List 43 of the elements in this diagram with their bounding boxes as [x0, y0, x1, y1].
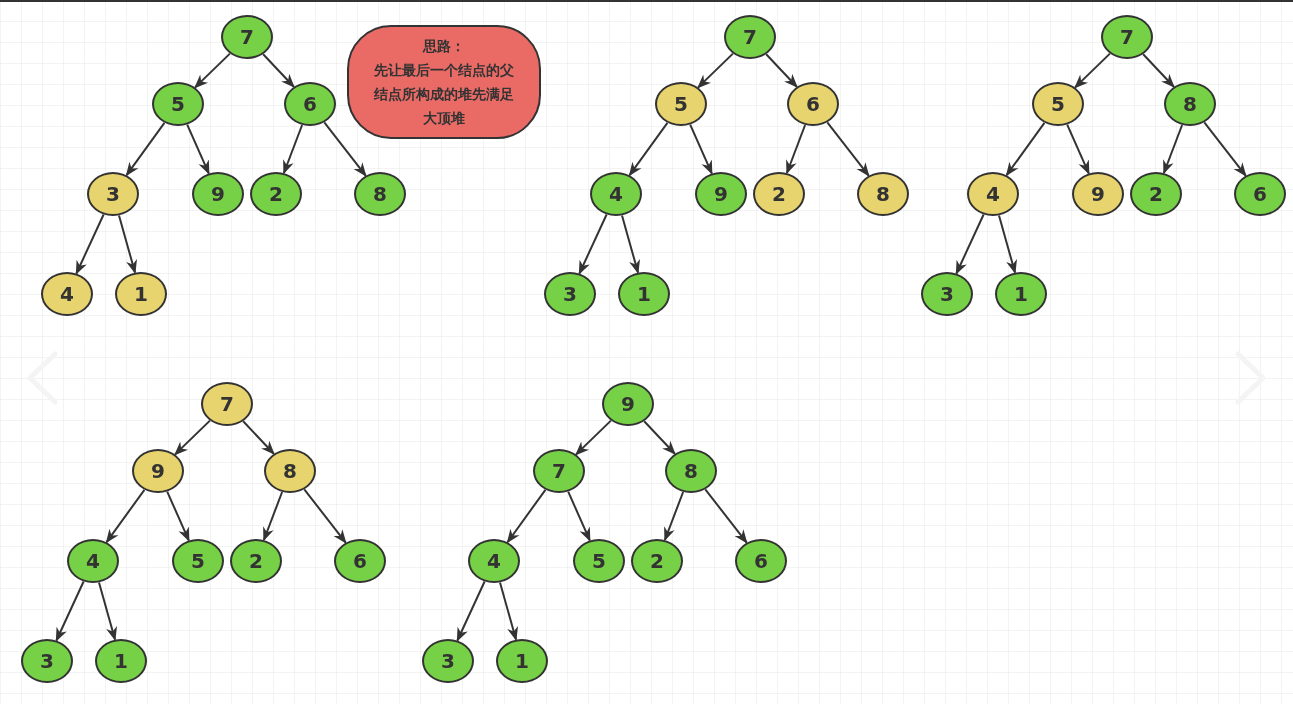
arrow: [456, 580, 486, 642]
arrow: [1142, 53, 1175, 88]
arrow: [242, 420, 275, 455]
arrow: [506, 488, 547, 544]
note-heading: 思路：: [423, 37, 465, 56]
arrow: [689, 123, 713, 175]
arrow: [262, 53, 295, 88]
arrow: [704, 488, 748, 544]
note-box: [347, 25, 541, 139]
arrow: [166, 490, 190, 542]
arrow: [998, 214, 1017, 274]
note-text: 先让最后一个结点的父结点所构成的堆先满足大顶堆: [373, 61, 515, 128]
arrow: [118, 214, 137, 274]
arrow: [697, 52, 734, 89]
arrow: [125, 121, 166, 177]
arrow: [105, 488, 146, 544]
arrow: [578, 213, 608, 275]
arrow: [282, 124, 304, 175]
arrow: [643, 420, 676, 455]
arrow: [1066, 123, 1090, 175]
arrow: [785, 124, 807, 175]
arrow: [174, 419, 211, 456]
arrow: [955, 213, 985, 275]
arrow: [262, 491, 284, 542]
arrow: [1162, 124, 1184, 175]
arrow: [98, 581, 117, 641]
arrow: [303, 488, 347, 544]
arrow: [1203, 121, 1247, 177]
arrow: [567, 490, 591, 542]
arrow: [499, 581, 518, 641]
arrow: [663, 491, 685, 542]
arrow: [628, 121, 669, 177]
arrow: [55, 580, 85, 642]
arrow: [75, 213, 105, 275]
arrow: [826, 121, 870, 177]
arrow: [621, 214, 640, 274]
arrow: [194, 52, 231, 89]
arrow: [575, 419, 612, 456]
arrow: [765, 53, 798, 88]
arrow: [323, 121, 367, 177]
arrow: [186, 123, 210, 175]
arrow: [1005, 121, 1046, 177]
arrow: [1074, 52, 1111, 89]
